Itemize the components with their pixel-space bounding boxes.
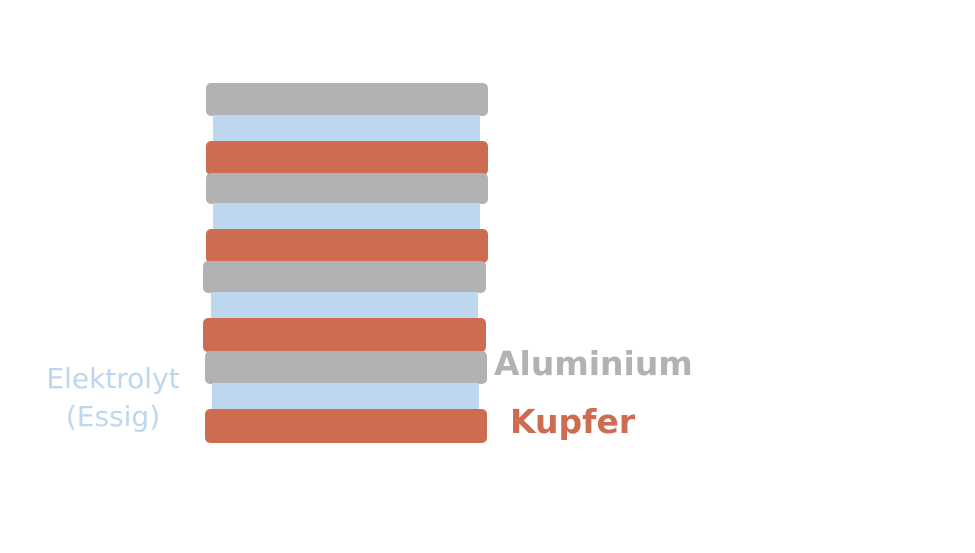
copper-layer — [206, 141, 488, 175]
electrolyte-label-line2: (Essig) — [65, 400, 161, 433]
electrolyte-label-line1: Elektrolyt — [46, 362, 180, 395]
copper-layer — [205, 409, 487, 443]
aluminium-layer — [205, 351, 487, 384]
electrolyte-layer — [212, 383, 479, 411]
copper-layer — [206, 229, 488, 263]
electrolyte-layer — [213, 115, 480, 143]
electrolyte-layer — [211, 292, 478, 321]
aluminium-layer — [206, 83, 488, 116]
aluminium-layer — [206, 173, 488, 204]
electrolyte-layer — [213, 203, 480, 231]
aluminium-label: Aluminium — [494, 344, 693, 383]
electrolyte-label: Elektrolyt (Essig) — [38, 360, 188, 436]
copper-layer — [203, 318, 486, 352]
aluminium-layer — [203, 261, 486, 293]
copper-label: Kupfer — [510, 402, 636, 441]
